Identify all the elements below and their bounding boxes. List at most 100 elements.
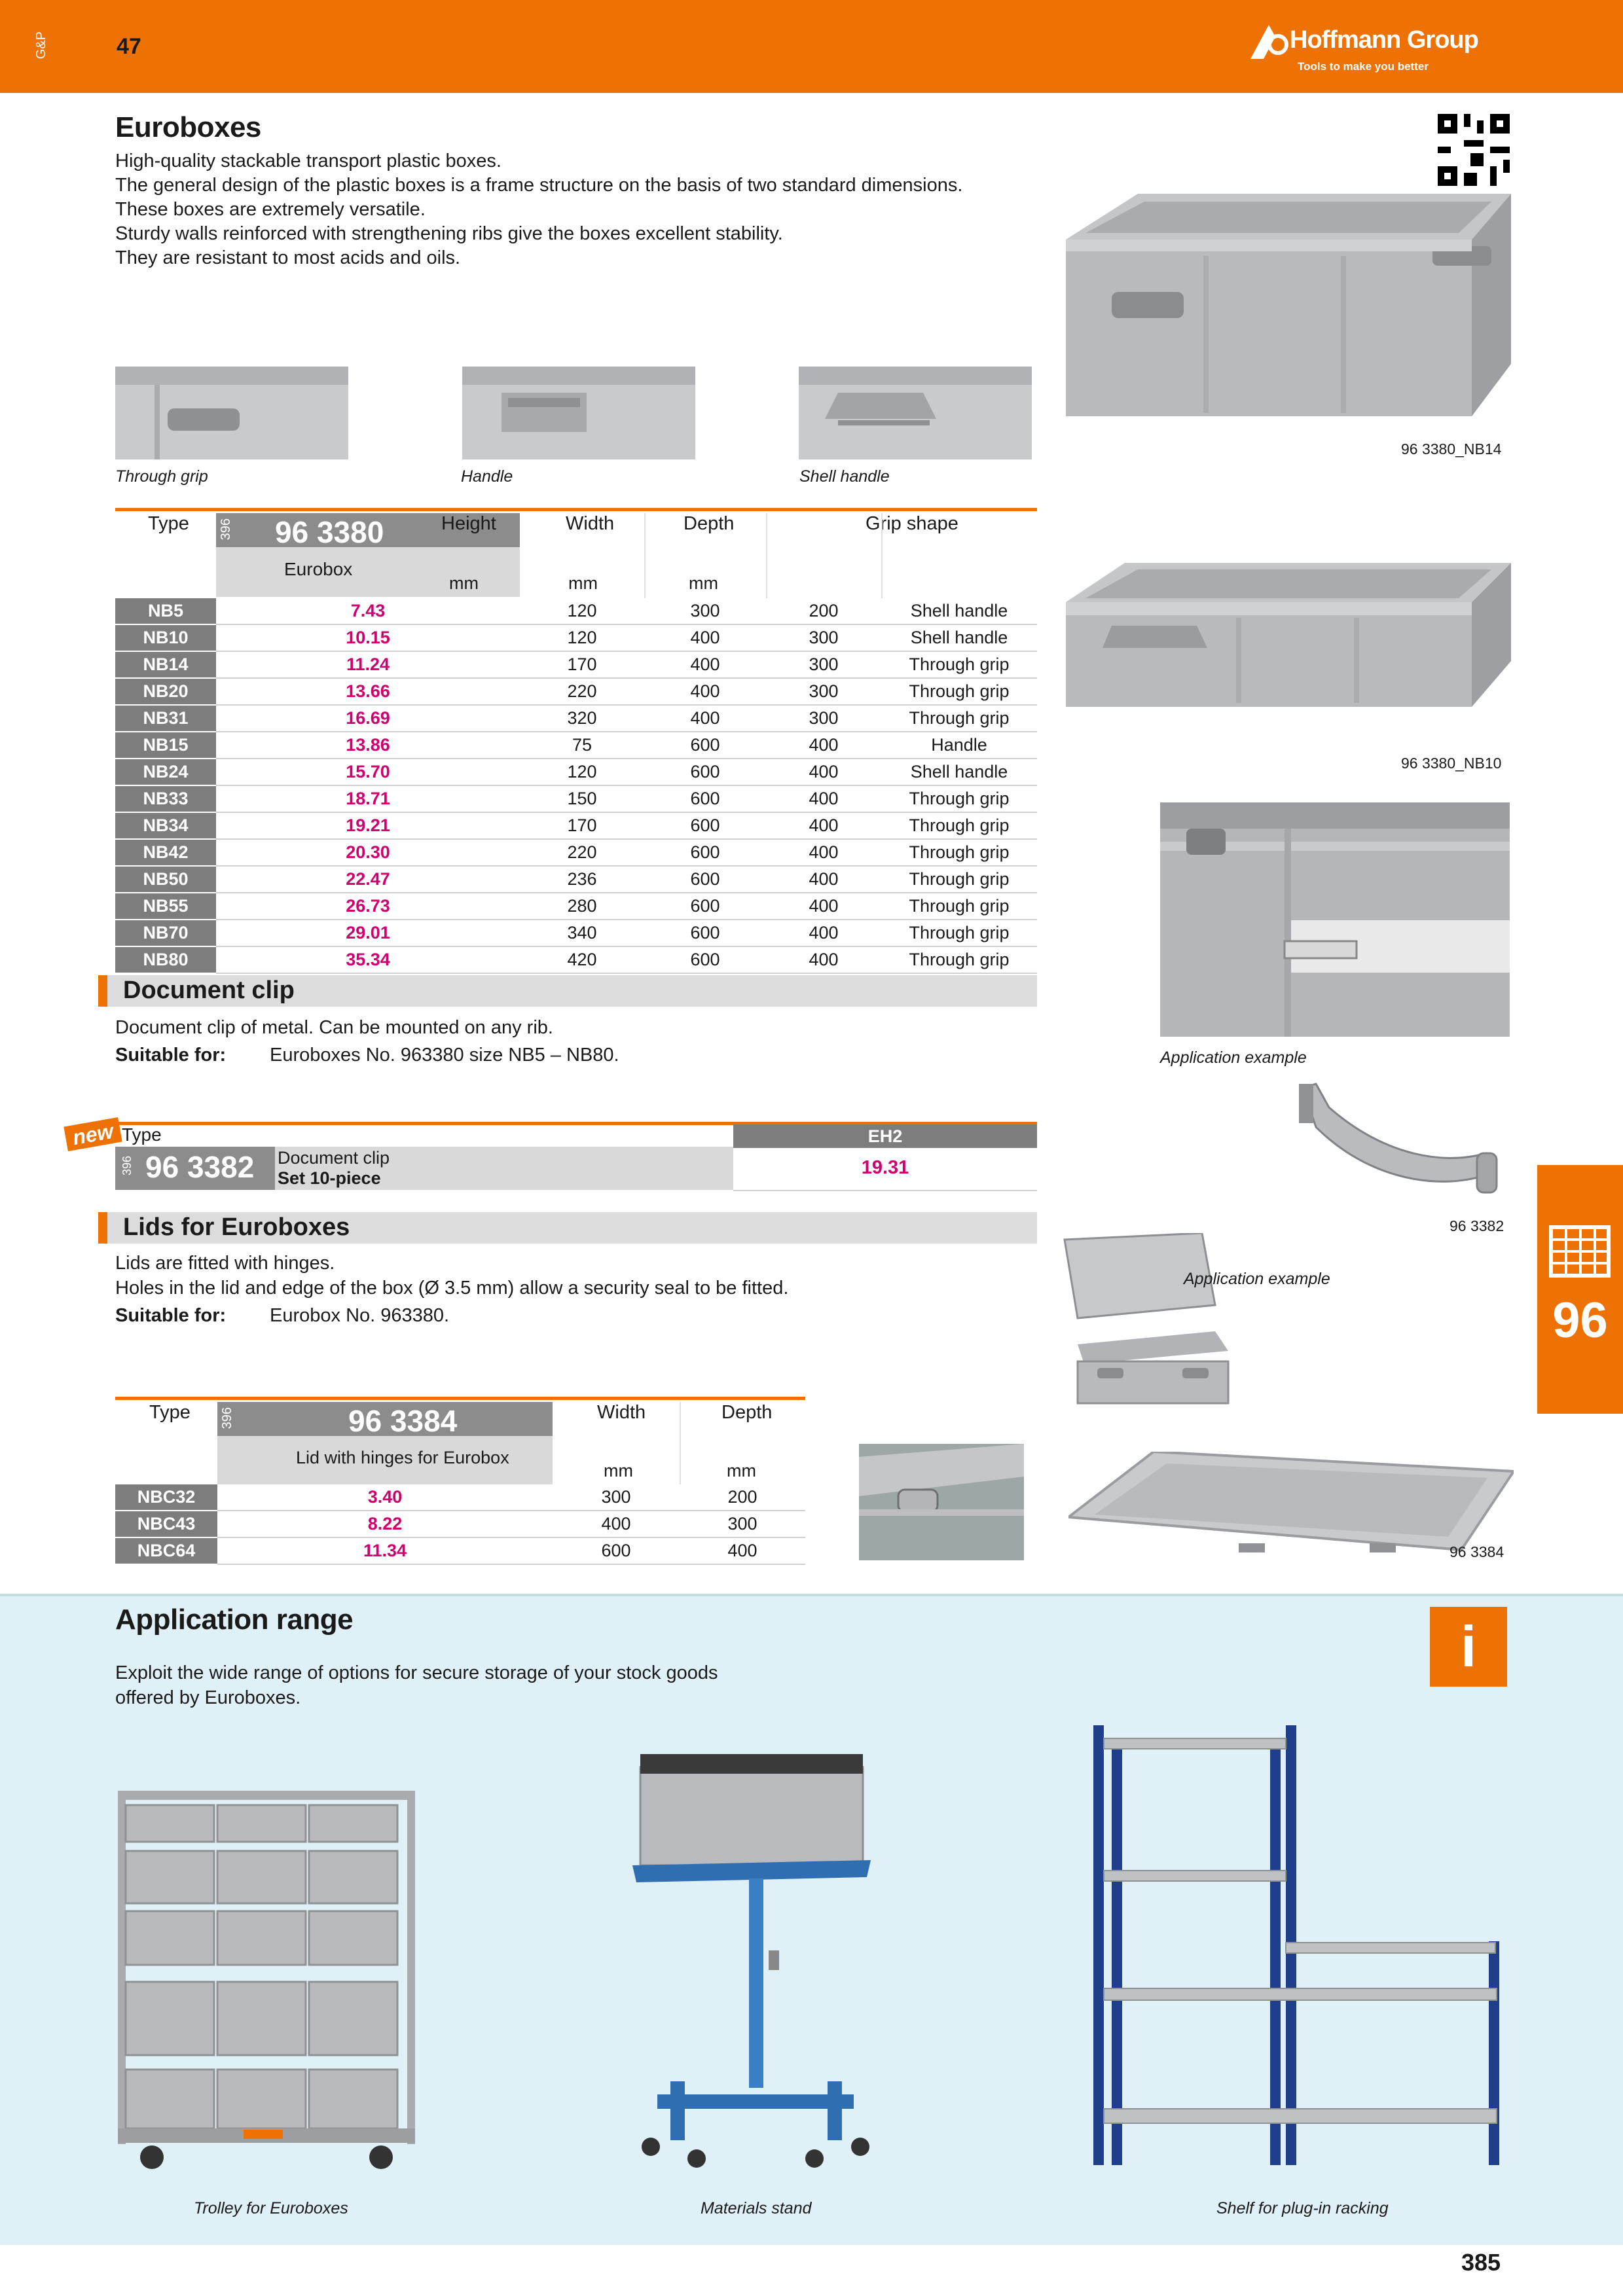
depth-value: 400 <box>766 893 881 920</box>
grip-value: Through grip <box>881 893 1037 920</box>
width-value: 600 <box>644 946 766 974</box>
depth-value: 400 <box>766 946 881 974</box>
image-caption: Application example <box>1160 1049 1307 1067</box>
catalog-prefix: 396 <box>219 518 233 541</box>
unit: mm <box>727 1461 756 1480</box>
trolley-image <box>118 1791 415 2169</box>
col-type: Type <box>122 1124 162 1145</box>
intro-line: High-quality stackable transport plastic… <box>115 151 501 171</box>
clip-desc: Document clip Set 10-piece <box>278 1148 390 1189</box>
info-icon[interactable]: i <box>1430 1607 1507 1687</box>
type-cell-value: NBC32 <box>115 1484 217 1511</box>
side-code: G&P <box>34 31 48 60</box>
depth-value: 300 <box>766 678 881 706</box>
price-value: 16.69 <box>216 705 520 732</box>
price-value: 35.34 <box>216 946 520 974</box>
brand-name: Hoffmann Group <box>1290 26 1479 54</box>
document-clip-title: Document clip <box>123 977 295 1004</box>
height-value: 340 <box>520 920 644 947</box>
clip-desc-bg <box>275 1147 733 1190</box>
document-clip-image <box>1299 1083 1498 1194</box>
price-value: 29.01 <box>216 920 520 947</box>
lids-bar <box>98 1212 1037 1244</box>
article-header <box>216 513 520 547</box>
article-desc-bg <box>217 1436 553 1484</box>
lids-desc-1: Lids are fitted with hinges. <box>115 1253 335 1274</box>
col-width: Width <box>597 1402 646 1423</box>
document-clip-application-image <box>1160 802 1510 1037</box>
depth-value: 400 <box>680 1537 805 1565</box>
lid-table-rule <box>115 1397 805 1400</box>
type-cell-value: NB50 <box>115 866 216 893</box>
col-divider <box>680 1402 681 1484</box>
price-value: 7.43 <box>216 598 520 625</box>
clip-desc-line: Set 10-piece <box>278 1168 381 1188</box>
depth-value: 300 <box>766 705 881 732</box>
depth-value: 400 <box>766 785 881 813</box>
width-value: 600 <box>644 893 766 920</box>
width-value: 300 <box>553 1484 680 1511</box>
depth-value: 300 <box>680 1511 805 1538</box>
eurobox-nb10-image <box>1066 563 1511 707</box>
lid-table: Type 396 96 3384 Lid with hinges for Eur… <box>115 1402 805 1565</box>
image-caption: 96 3380_NB14 <box>1401 440 1502 457</box>
catalog-prefix: 396 <box>220 1407 234 1429</box>
qr-code-icon[interactable] <box>1438 114 1510 186</box>
through-grip-image <box>115 367 348 459</box>
col-divider <box>881 513 883 598</box>
depth-value: 400 <box>766 839 881 867</box>
width-value: 400 <box>644 678 766 706</box>
intro-line: Sturdy walls reinforced with strengtheni… <box>115 223 783 244</box>
suitable-value: Euroboxes No. 963380 size NB5 – NB80. <box>270 1045 619 1066</box>
grip-value: Shell handle <box>881 598 1037 625</box>
price-value: 18.71 <box>216 785 520 813</box>
accent-marker <box>98 1212 107 1244</box>
price-value: 19.21 <box>216 812 520 840</box>
grip-value: Through grip <box>881 866 1037 893</box>
accent-marker <box>98 975 107 1007</box>
type-cell-value: NB80 <box>115 946 216 974</box>
depth-value: 200 <box>766 598 881 625</box>
application-range-title: Application range <box>115 1604 354 1636</box>
unit: mm <box>689 573 718 593</box>
row-rule <box>733 1190 1037 1191</box>
type-cell-value: NB55 <box>115 893 216 920</box>
price-value: 15.70 <box>216 759 520 786</box>
euroboxes-intro: High-quality stackable transport plastic… <box>115 149 962 270</box>
grip-value: Through grip <box>881 946 1037 974</box>
suitable-value: Eurobox No. 963380. <box>270 1305 450 1326</box>
article-header <box>217 1402 553 1436</box>
depth-value: 300 <box>766 624 881 652</box>
grip-value: Shell handle <box>881 759 1037 786</box>
clip-article-bg <box>115 1147 275 1190</box>
divider <box>0 1594 1623 1596</box>
depth-value: 400 <box>766 812 881 840</box>
article-desc: Lid with hinges for Eurobox <box>296 1448 509 1467</box>
document-clip-desc: Document clip of metal. Can be mounted o… <box>115 1017 553 1038</box>
width-value: 600 <box>644 785 766 813</box>
article-desc-bg <box>216 547 520 597</box>
unit: mm <box>604 1461 633 1480</box>
col-type: Type <box>148 513 189 534</box>
price-value: 20.30 <box>216 839 520 867</box>
type-cell-value: NB34 <box>115 812 216 840</box>
grip-value: Shell handle <box>881 624 1037 652</box>
unit: mm <box>449 573 479 593</box>
new-badge: new <box>64 1117 122 1152</box>
eurobox-nb14-image <box>1066 194 1511 416</box>
chapter-tab[interactable] <box>1537 1165 1623 1414</box>
col-width: Width <box>566 513 615 534</box>
col-height: Height <box>441 513 496 534</box>
